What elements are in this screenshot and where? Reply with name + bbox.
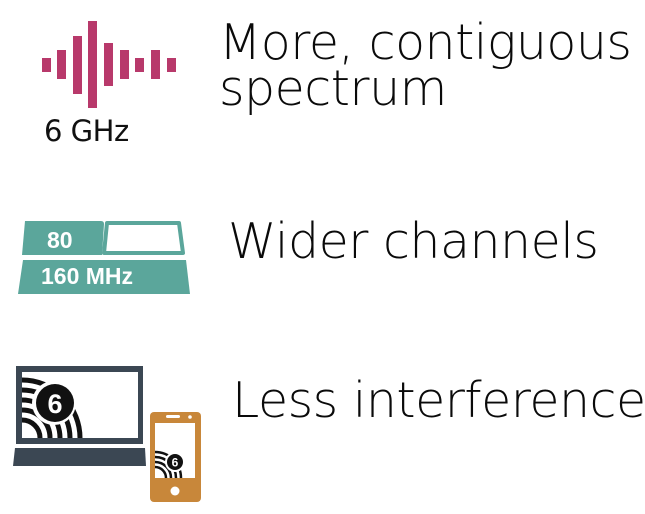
laptop-icon: 6 — [13, 366, 146, 466]
phone-wifi6-badge: 6 — [172, 456, 179, 470]
channel-160-label: 160 MHz — [41, 263, 133, 289]
wifi6-logo-icon: 6 — [22, 377, 83, 438]
phone-icon: 6 — [150, 412, 201, 502]
wifi6-logo-icon: 6 — [155, 450, 185, 478]
feature-title-channels: Wider channels — [228, 213, 599, 270]
laptop-wifi6-badge: 6 — [47, 389, 62, 419]
feature-title-interference: Less interference — [232, 372, 645, 429]
feature-title-spectrum-line2: spectrum — [219, 60, 447, 117]
channel-80-label: 80 — [47, 227, 73, 253]
frequency-label: 6 GHz — [44, 114, 129, 148]
feature-title-spectrum-line1: More, contiguous — [219, 14, 632, 71]
